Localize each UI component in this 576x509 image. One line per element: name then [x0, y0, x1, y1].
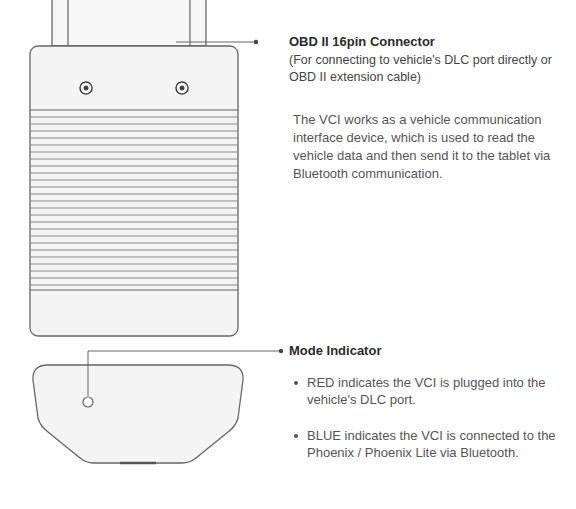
vci-bottom-view — [33, 365, 243, 463]
rib — [30, 180, 238, 181]
part-name: Mode Indicator — [289, 343, 569, 359]
rib — [30, 152, 238, 153]
leader-dot — [279, 349, 283, 353]
screw — [80, 82, 92, 94]
bullet-text: RED indicates the VCI is plugged into th… — [307, 374, 562, 408]
connector-edge — [67, 0, 68, 46]
part-note: (For connecting to vehicle's DLC port di… — [289, 52, 571, 86]
rib — [30, 194, 238, 195]
rib — [30, 215, 238, 216]
rib — [30, 236, 238, 237]
obd-connector — [52, 0, 206, 46]
mode-indicator-led — [83, 397, 93, 407]
rib — [30, 159, 238, 160]
bullet — [294, 434, 298, 438]
vci-body — [30, 46, 238, 336]
leader-line — [88, 351, 280, 396]
description: The VCI works as a vehicle communication… — [293, 111, 561, 183]
leader-line — [176, 42, 255, 43]
bullet — [294, 381, 298, 385]
rib — [30, 208, 238, 209]
rib — [30, 271, 238, 272]
rib — [30, 131, 238, 132]
rib — [30, 117, 238, 118]
bullet-text: BLUE indicates the VCI is connected to t… — [307, 427, 562, 461]
rib — [30, 138, 238, 139]
rib — [30, 124, 238, 125]
rib — [30, 243, 238, 244]
connector-edge — [189, 0, 190, 46]
leader-dot — [254, 40, 258, 44]
part-name: OBD II 16pin Connector — [289, 34, 569, 50]
rib — [30, 166, 238, 167]
screw — [84, 86, 89, 91]
rib — [30, 264, 238, 265]
rib — [30, 250, 238, 251]
ribs — [30, 117, 238, 285]
rib — [30, 257, 238, 258]
rib — [30, 145, 238, 146]
rib — [30, 229, 238, 230]
rib — [30, 285, 238, 286]
rib — [30, 187, 238, 188]
rib — [30, 201, 238, 202]
rib — [30, 222, 238, 223]
band-line — [30, 109, 238, 110]
rib — [30, 278, 238, 279]
bottom-edge — [120, 462, 156, 465]
screw — [176, 82, 188, 94]
rib — [30, 173, 238, 174]
screw — [180, 86, 185, 91]
band-line — [30, 289, 238, 290]
